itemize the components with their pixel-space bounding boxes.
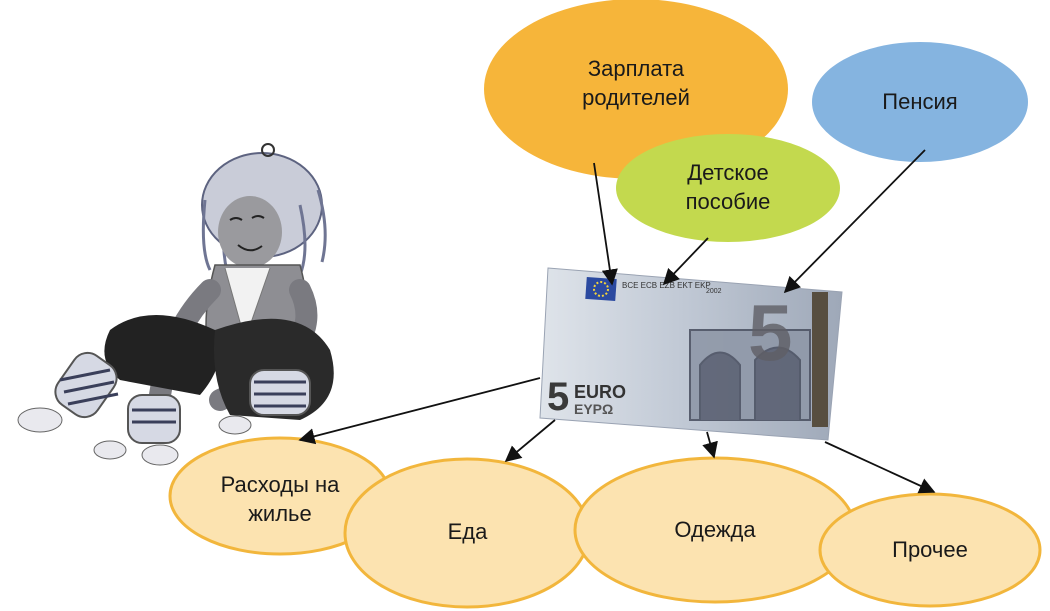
euro-banknote: 5 5 EURO EYPΩ BCE ECB EZB EKT EKP 2002: [539, 267, 843, 441]
other-label: Прочее: [892, 536, 968, 562]
girl-sitting-illustration: [17, 143, 334, 466]
banknote-year: 2002: [706, 288, 722, 295]
banknote-big-denomination: 5: [748, 288, 793, 377]
arrow-benefit-to-note: [662, 237, 709, 286]
arrow-note-to-housing: [298, 377, 541, 445]
child-benefit-label: Детское пособие: [685, 160, 771, 214]
banknote-denomination: 5: [547, 375, 569, 419]
banknote-currency-word: EURO: [574, 382, 626, 402]
banknote-issuer: BCE ECB EZB EKT EKP: [622, 281, 711, 290]
arrow-note-to-clothing: [702, 431, 718, 459]
salary-label: Зарплата родителей: [582, 56, 690, 110]
housing-label: Расходы на жилье: [220, 472, 340, 526]
salary-node: [484, 0, 788, 179]
food-label: Еда: [447, 518, 488, 544]
other-node: [818, 492, 1042, 608]
pension-node: [812, 42, 1028, 162]
arrow-note-to-other: [824, 441, 936, 494]
child-benefit-node: [616, 134, 840, 242]
banknote-currency-word-greek: EYPΩ: [574, 401, 613, 417]
arrow-pension-to-note: [783, 149, 926, 294]
pension-label: Пенсия: [882, 88, 958, 114]
arrow-salary-to-note: [593, 162, 618, 286]
clothing-label: Одежда: [674, 516, 756, 542]
arrow-note-to-food: [504, 419, 556, 463]
